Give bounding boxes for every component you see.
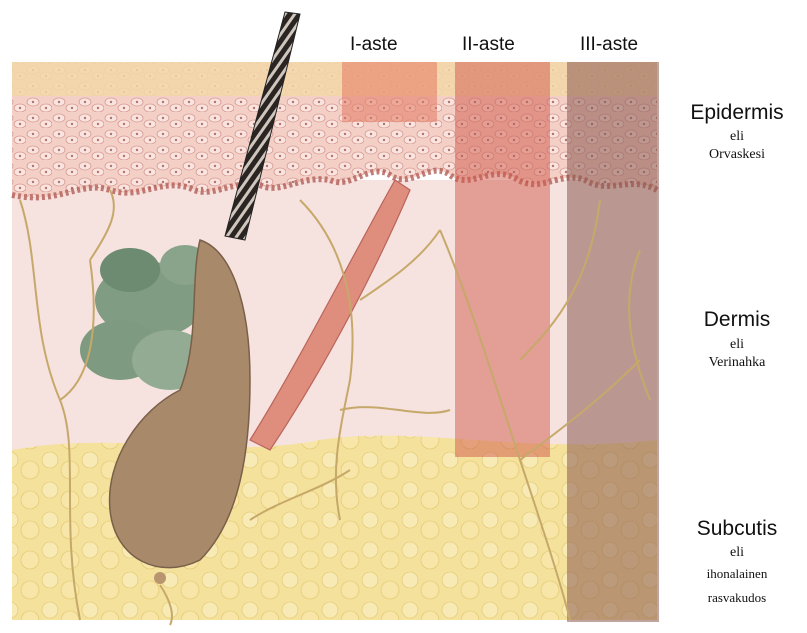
stratum-corneum — [12, 62, 657, 96]
epidermis-eli: eli — [672, 128, 802, 146]
degree2-zone — [455, 62, 550, 457]
subcutis-local-line2: rasvakudos — [672, 588, 802, 608]
epidermis-local: Orvaskesi — [672, 146, 802, 164]
subcutis-label: Subcutis — [672, 517, 802, 541]
dermis-local: Verinahka — [672, 354, 802, 372]
dermis-label: Dermis — [672, 308, 802, 332]
degree3-zone — [567, 62, 659, 622]
degree1-label: I-aste — [350, 34, 398, 55]
dermis-eli: eli — [672, 336, 802, 354]
degree3-label: III-aste — [580, 34, 638, 55]
subcutis-layer — [12, 436, 657, 620]
subcutis-eli: eli — [672, 544, 802, 562]
degree2-label: II-aste — [462, 34, 515, 55]
degree1-zone — [342, 62, 437, 122]
epidermis-label: Epidermis — [672, 101, 802, 125]
subcutis-local-line1: ihonalainen — [672, 564, 802, 584]
